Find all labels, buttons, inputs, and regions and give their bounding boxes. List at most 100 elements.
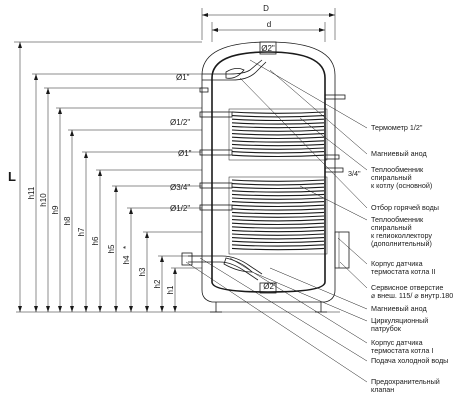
left-connections [181, 87, 263, 281]
coil-turn [231, 122, 325, 125]
height-arrow-bottom [98, 306, 102, 312]
callout-leader-line [185, 261, 368, 383]
height-label-h3: h3 [138, 267, 147, 276]
coil-turn [231, 193, 325, 197]
height-label-h10: h10 [39, 193, 48, 207]
top-dimensions: D d [201, 4, 336, 42]
callout-label-line: Термометр 1/2" [371, 123, 423, 132]
coil-outline [228, 108, 328, 161]
coil-turn [231, 233, 325, 236]
coil-turn [231, 226, 325, 229]
diameter-4-label: Ø3/4" [170, 183, 190, 192]
height-arrow-top [46, 88, 50, 94]
side-connection-label: 3/4" [348, 169, 361, 178]
diameter-3-label: Ø1" [178, 149, 192, 158]
callout-label-line: спиральный [371, 173, 412, 182]
coil-turn [231, 229, 325, 233]
coil-turn [231, 240, 325, 244]
callout-leader-line [239, 77, 368, 209]
coil-turn [231, 244, 325, 247]
callout-label-line: Корпус датчика [371, 338, 423, 347]
diameter-5-label: Ø1/2" [170, 204, 190, 213]
height-arrow-top [129, 208, 133, 214]
height-arrow-bottom [145, 306, 149, 312]
callout-label-line: Магниевый анод [371, 149, 427, 158]
callout-label-line: к котлу (основной) [371, 181, 432, 190]
dimension-D-label: D [263, 4, 269, 13]
top-outlet-diameter: Ø2" [261, 44, 275, 53]
callout-leader-line [251, 271, 368, 322]
callout-leader-line [299, 117, 368, 171]
callout-leader-line [229, 257, 368, 344]
callout-leader-line [269, 267, 368, 310]
height-arrow-bottom [34, 306, 38, 312]
callout-label-line: Предохранительный [371, 377, 440, 386]
callout-label-line: Сервисное отверстие [371, 283, 443, 292]
callout-label-line: Корпус датчика [371, 259, 423, 268]
callout-label-line: термостата котла II [371, 267, 435, 276]
height-label-h5: h5 [107, 244, 116, 253]
coil-turn [231, 111, 325, 114]
coil-turn [231, 140, 325, 143]
height-arrow-bottom [173, 306, 177, 312]
callouts: Термометр 1/2"Магниевый анодТеплообменни… [185, 59, 453, 394]
height-arrow-top [114, 186, 118, 192]
callout-leader-line [299, 185, 368, 221]
height-arrow-top [173, 268, 177, 274]
height-arrow-bottom [114, 306, 118, 312]
callout-label-line: ⌀ внеш. 115/ ⌀ внутр.180 [371, 291, 453, 300]
coil-turn [231, 215, 325, 218]
height-arrow-top [58, 108, 62, 114]
callout-label-line: к гелиоколлектору [371, 231, 432, 240]
coil-turn [231, 183, 325, 186]
dimension-d-label: d [267, 20, 271, 29]
height-label-h1: h1 [166, 285, 175, 294]
total-length-dimension: L [8, 41, 202, 312]
coil-turn [231, 204, 325, 208]
height-arrow-bottom [84, 306, 88, 312]
coil-turn [231, 219, 325, 222]
coil-turn [231, 237, 325, 240]
callout-label-line: спиральный [371, 223, 412, 232]
coil-turn [231, 186, 325, 190]
height-arrow-top [160, 256, 164, 262]
left-diameter-labels: Ø1" Ø1/2" Ø1" Ø3/4" Ø1/2" [170, 73, 192, 213]
coil-turn [231, 154, 325, 158]
diameter-1-label: Ø1" [176, 73, 190, 82]
callout-label-line: патрубок [371, 324, 402, 333]
bottom-outlet-diameter: Ø2" [263, 282, 277, 291]
callout-label-line: Магниевый анод [371, 304, 427, 313]
callout-label-line: термостата котла I [371, 346, 433, 355]
coil-turn [231, 125, 325, 129]
callout-label-line: Отбор горячей воды [371, 203, 439, 212]
coil-turn [231, 151, 325, 154]
coil-turn [231, 133, 325, 136]
coil-turn [231, 179, 325, 182]
height-label-h7: h7 [77, 227, 86, 236]
height-label-h8: h8 [63, 216, 72, 225]
height-arrow-top [34, 74, 38, 80]
height-label-h6: h6 [91, 236, 100, 245]
dimension-L-label: L [8, 169, 16, 184]
coil-turn [231, 211, 325, 215]
coil-turn [231, 197, 325, 200]
coil-turn [231, 247, 325, 251]
height-arrow-bottom [46, 306, 50, 312]
callout-label-line: Циркуляционный [371, 316, 428, 325]
height-label-h2: h2 [153, 279, 162, 288]
height-label-h9: h9 [51, 205, 60, 214]
height-arrow-top [84, 152, 88, 158]
height-arrow-top [70, 130, 74, 136]
upper-coil [228, 108, 328, 161]
callout-leader-line [339, 261, 368, 289]
callout-leader-line [269, 69, 368, 155]
right-connections: 3/4" [324, 94, 361, 178]
height-arrow-top [145, 232, 149, 238]
lower-coil [228, 176, 328, 255]
coil-turn [231, 222, 325, 226]
coil-turn [231, 147, 325, 150]
diameter-2-label: Ø1/2" [170, 118, 190, 127]
callout-leader-line [249, 59, 368, 129]
callout-label-line: клапан [371, 385, 394, 394]
